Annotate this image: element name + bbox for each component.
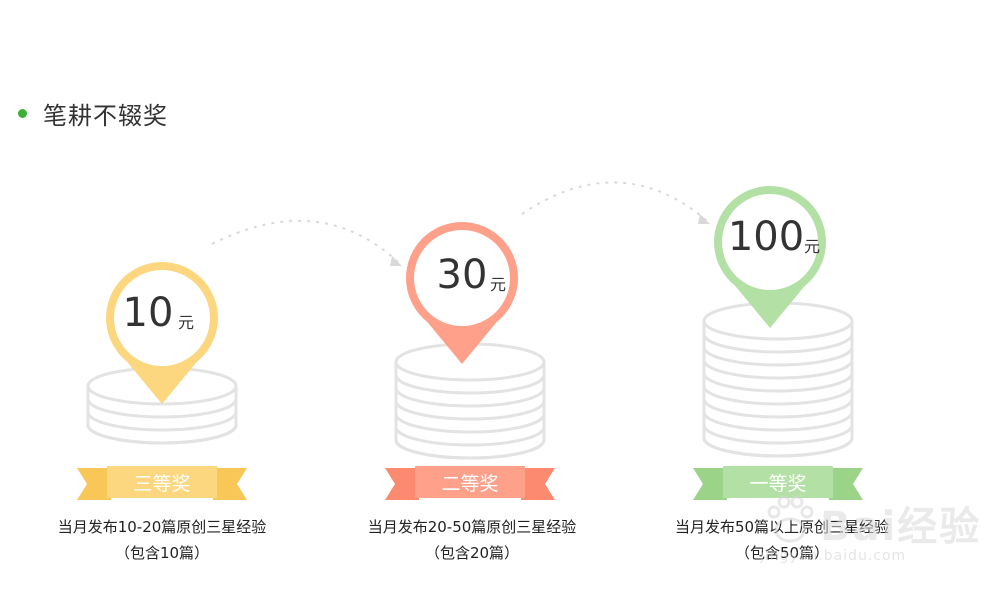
bullet-dot-icon: [18, 109, 27, 118]
coin-ring: [702, 359, 854, 380]
pin-center: [414, 230, 510, 326]
coin-ring: [702, 385, 854, 406]
coin-ring: [86, 411, 238, 432]
tier-description-second: 当月发布20-50篇原创三星经验 （包含20篇）: [322, 514, 622, 566]
ribbon-tail-right: [521, 468, 555, 500]
coin-ring: [394, 413, 546, 434]
pin-center: [722, 194, 818, 290]
ribbon-banner-third: [77, 466, 247, 500]
tier-description-first: 当月发布50篇以上原创三星经验 （包含50篇）: [632, 514, 932, 566]
arrow-3rd-to-2nd: [211, 219, 399, 263]
rank-label-first: 一等奖: [749, 473, 806, 495]
prize-amount-first: 100: [728, 214, 804, 260]
prize-unit-first: 元: [804, 237, 820, 256]
coin-ring: [702, 398, 854, 419]
location-pin-second: [406, 222, 518, 364]
watermark-text: Bai经验: [820, 504, 982, 550]
ribbon-body: [723, 466, 833, 498]
coin-ring: [86, 398, 238, 419]
coin-stack-second: [394, 342, 546, 460]
rank-label-third: 三等奖: [133, 473, 190, 495]
ribbon-banner-second: [385, 466, 555, 500]
watermark: Bai经验 jingyan.baidu.com: [760, 486, 990, 576]
arrow-head-icon: [390, 256, 402, 266]
prize-amount-second: 30: [437, 252, 488, 298]
coin-ring: [394, 374, 546, 395]
section-header: 笔耕不辍奖: [18, 96, 168, 131]
location-pin-first: [714, 186, 826, 328]
coin-ring: [702, 424, 854, 445]
prize-amount-third: 10: [123, 290, 174, 336]
ribbon-body: [107, 466, 217, 498]
desc-line-2: （包含20篇）: [424, 544, 520, 562]
arrow-2nd-to-1st: [521, 181, 707, 221]
ribbon-tail-right: [829, 468, 863, 500]
coin-bottom: [702, 437, 854, 458]
coin-ring: [702, 333, 854, 354]
coin-bottom: [394, 439, 546, 460]
pin-center: [114, 270, 210, 366]
ribbon-tail-left: [385, 468, 419, 500]
prize-unit-second: 元: [490, 275, 506, 294]
desc-line-1: 当月发布50篇以上原创三星经验: [674, 518, 890, 536]
rank-label-second: 二等奖: [441, 473, 498, 495]
ribbon-tail-left: [77, 468, 111, 500]
section-title: 笔耕不辍奖: [43, 102, 168, 130]
coin-ring: [702, 411, 854, 432]
ribbon-banner-first: [693, 466, 863, 500]
tier-description-third: 当月发布10-20篇原创三星经验 （包含10篇）: [12, 514, 312, 566]
coin-ring: [702, 346, 854, 367]
desc-line-1: 当月发布20-50篇原创三星经验: [367, 518, 577, 536]
ribbon-tail-right: [213, 468, 247, 500]
desc-line-2: （包含10篇）: [114, 544, 210, 562]
coin-stack-first: [702, 301, 854, 458]
desc-line-2: （包含50篇）: [734, 544, 830, 562]
coin-ring: [394, 387, 546, 408]
ribbon-body: [415, 466, 525, 498]
coin-ring: [394, 426, 546, 447]
location-pin-third: [106, 262, 218, 404]
ribbon-tail-left: [693, 468, 727, 500]
prize-unit-third: 元: [178, 313, 194, 332]
coin-stack-third: [86, 366, 238, 445]
coin-ring: [702, 372, 854, 393]
paw-logo-icon: [767, 495, 814, 543]
coin-ring: [394, 400, 546, 421]
watermark-url: jingyan.baidu.com: [760, 548, 907, 564]
arrow-head-icon: [698, 214, 710, 224]
coin-bottom: [86, 424, 238, 445]
desc-line-1: 当月发布10-20篇原创三星经验: [57, 518, 267, 536]
